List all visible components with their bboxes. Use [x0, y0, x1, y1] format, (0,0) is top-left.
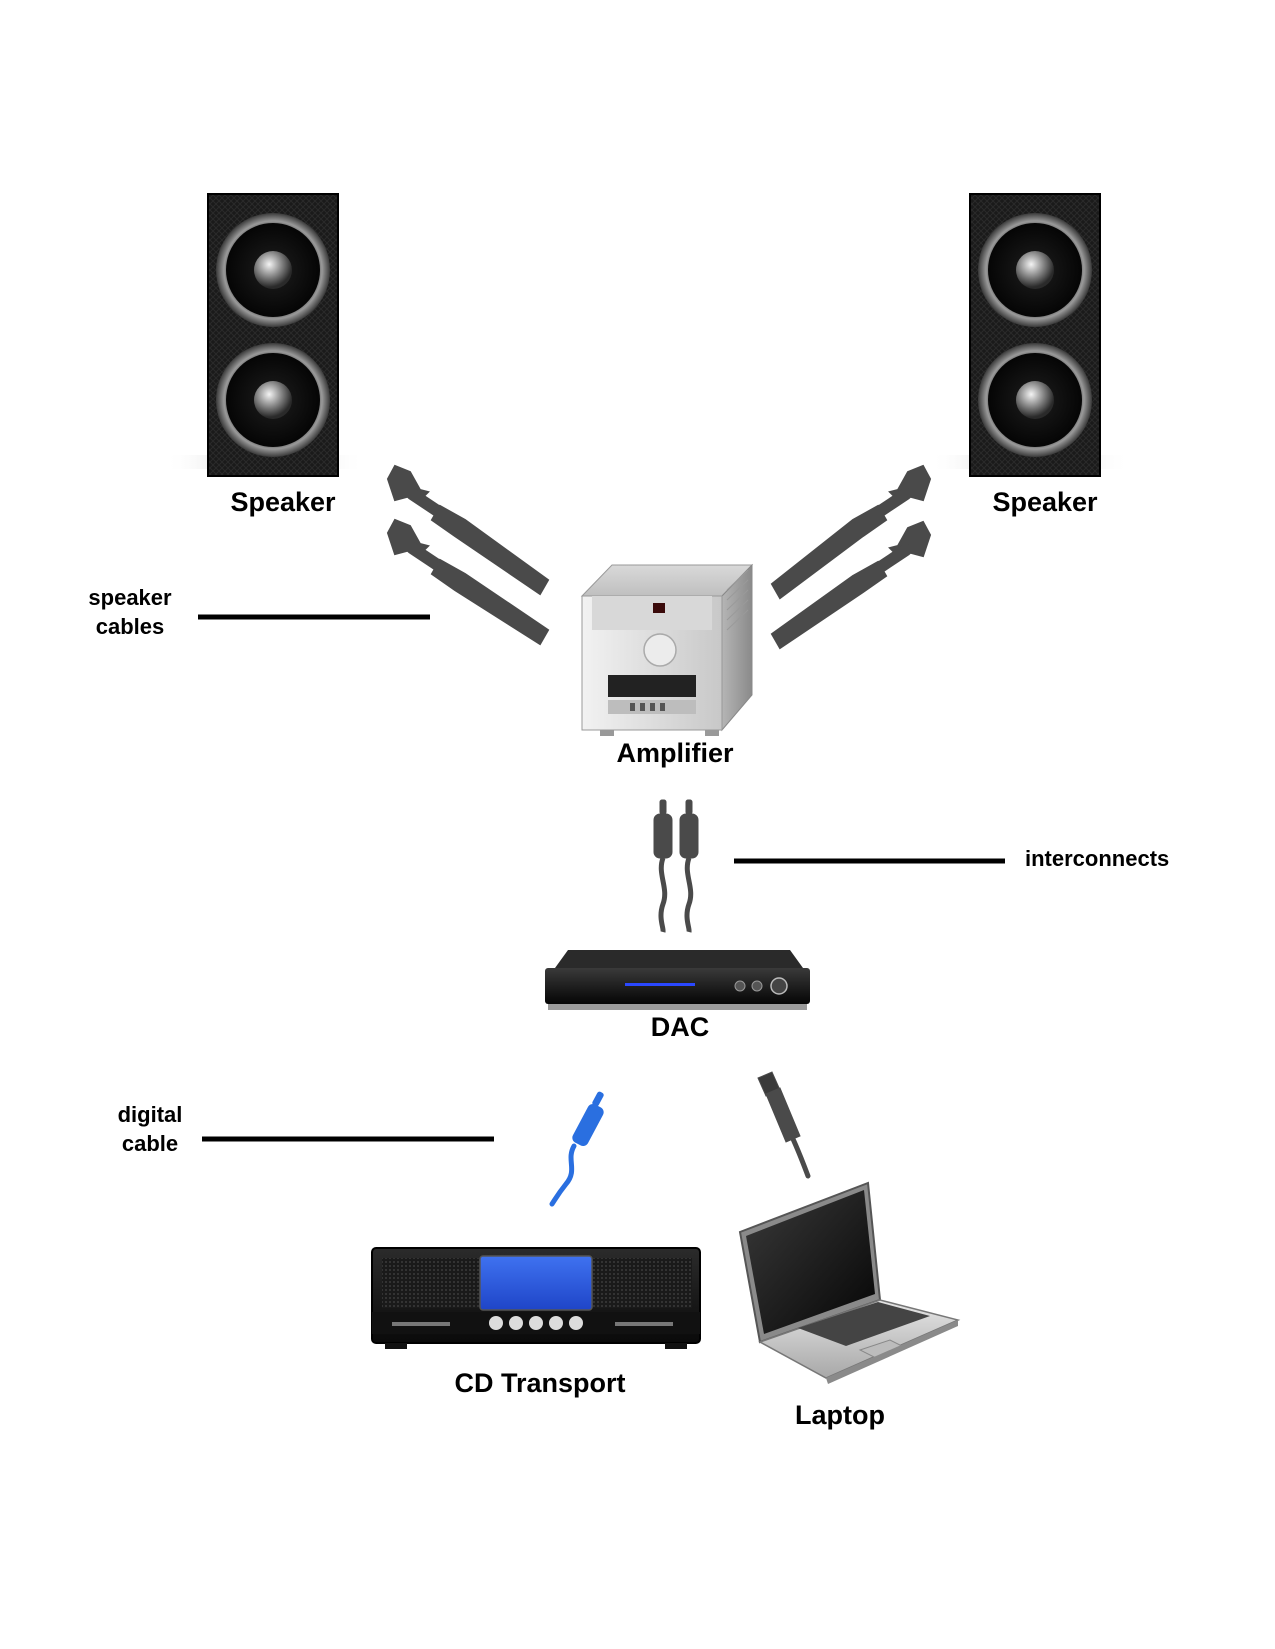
laptop-label: Laptop	[795, 1400, 885, 1430]
cd-transport	[371, 1247, 701, 1349]
woofer-lower-left	[216, 343, 330, 457]
amp-front-buttons	[630, 703, 665, 711]
dac-unit	[545, 950, 810, 1010]
dac-label: DAC	[650, 1012, 710, 1042]
amp-heatsink-vents	[726, 569, 749, 631]
digital-cable-callout-line2: cable	[121, 1131, 179, 1156]
woofer-lower-right	[978, 343, 1092, 457]
spade-cable-right-lower	[770, 520, 932, 650]
transport-control-buttons	[489, 1316, 583, 1330]
spade-cable-left-lower	[386, 518, 550, 646]
speaker-cables-callout-line1: speaker	[88, 585, 172, 610]
speaker-cables-callout-line2: cables	[95, 614, 165, 639]
speaker-cables-callout: speaker cables	[70, 583, 190, 641]
speaker-right-label: Speaker	[992, 487, 1098, 517]
speaker-right	[930, 193, 1130, 477]
speaker-left-label: Speaker	[230, 487, 336, 517]
amplifier	[580, 563, 754, 736]
spade-cable-right-upper	[770, 464, 932, 600]
digital-cable-blue	[549, 1091, 604, 1207]
laptop	[738, 1181, 961, 1384]
spade-cable-left-upper	[386, 464, 550, 596]
digital-cable-callout: digital cable	[95, 1100, 205, 1158]
speaker-left	[165, 193, 365, 477]
amplifier-label: Amplifier	[616, 738, 734, 768]
cd-transport-label: CD Transport	[454, 1368, 626, 1398]
woofer-upper-right	[978, 213, 1092, 327]
digital-cable-callout-line1: digital	[117, 1102, 183, 1127]
usb-cable	[757, 1071, 811, 1179]
interconnects-callout: interconnects	[1025, 846, 1170, 871]
woofer-upper-left	[216, 213, 330, 327]
interconnect-cables	[653, 799, 699, 933]
